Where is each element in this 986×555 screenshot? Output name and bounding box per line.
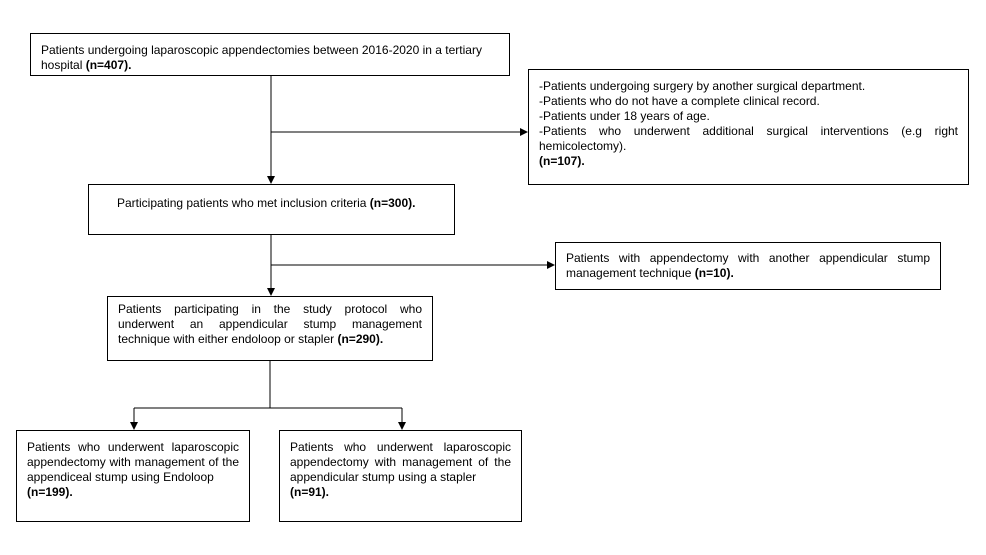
total-patients-count: (n=407).	[85, 58, 132, 72]
endoloop-text: Patients who underwent laparoscopic appe…	[27, 440, 239, 484]
exclusion-box: -Patients undergoing surgery by another …	[528, 69, 969, 185]
other-technique-count: (n=10).	[694, 266, 734, 280]
inclusion-count: (n=300).	[369, 196, 416, 210]
stapler-text: Patients who underwent laparoscopic appe…	[290, 440, 511, 484]
protocol-box: Patients participating in the study prot…	[107, 296, 433, 361]
stapler-count: (n=91).	[290, 485, 330, 499]
other-technique-text: Patients with appendectomy with another …	[566, 251, 930, 280]
other-technique-box: Patients with appendectomy with another …	[555, 242, 941, 290]
exclusion-item: -Patients under 18 years of age.	[539, 109, 710, 123]
exclusion-item: -Patients who underwent additional surgi…	[539, 124, 958, 153]
total-patients-text: Patients undergoing laparoscopic appende…	[41, 43, 482, 72]
exclusion-item: -Patients who do not have a complete cli…	[539, 94, 820, 108]
exclusion-count: (n=107).	[539, 154, 585, 168]
inclusion-text: Participating patients who met inclusion…	[117, 196, 367, 210]
exclusion-item: -Patients undergoing surgery by another …	[539, 79, 866, 93]
protocol-text: Patients participating in the study prot…	[118, 302, 422, 346]
endoloop-count: (n=199).	[27, 485, 73, 499]
stapler-box: Patients who underwent laparoscopic appe…	[279, 430, 522, 522]
total-patients-box: Patients undergoing laparoscopic appende…	[30, 33, 510, 76]
protocol-count: (n=290).	[337, 332, 384, 346]
endoloop-box: Patients who underwent laparoscopic appe…	[16, 430, 250, 522]
inclusion-box: Participating patients who met inclusion…	[88, 184, 455, 235]
